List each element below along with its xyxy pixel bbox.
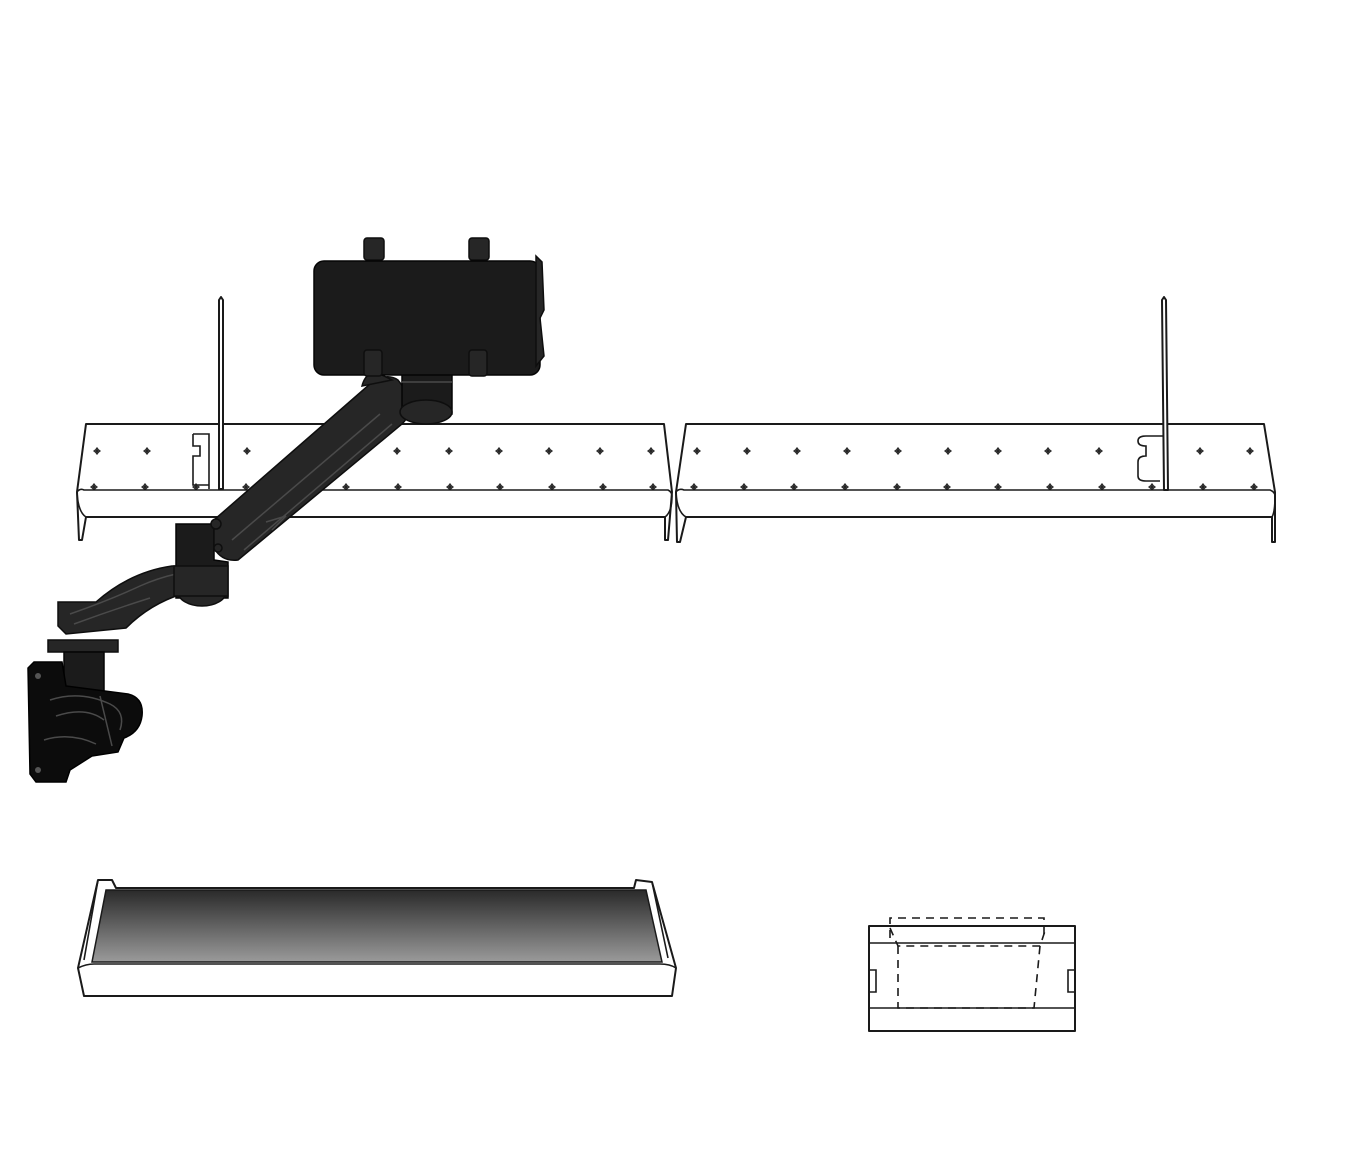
keyboard-tray [77,879,677,997]
shelf-hole-icon [342,483,350,491]
shelf-hole-icon [790,483,798,491]
shelf-hole-icon [649,483,657,491]
shelf-hole-icon [943,483,951,491]
shelf-hole-icon [1246,447,1254,455]
shelf-hole-icon [843,447,851,455]
shelf-hole-icon [495,447,503,455]
shelf-hole-icon [647,447,655,455]
shelf-hole-icon [1196,447,1204,455]
shelf-hole-icon [393,447,401,455]
shelf-hole-icon [243,447,251,455]
shelf-hole-icon [242,483,250,491]
shelf-right [675,296,1276,543]
shelf-hole-icon [693,447,701,455]
shelf-hole-icon [893,483,901,491]
shelf-hole-icon [1098,483,1106,491]
small-bin [868,917,1076,1032]
shelf-hole-icon [944,447,952,455]
shelf-hole-icon [599,483,607,491]
shelf-hole-icon [596,447,604,455]
shelf-hole-icon [841,483,849,491]
shelf-hole-icon [1250,483,1258,491]
shelf-hole-icon [141,483,149,491]
shelf-left-divider [192,296,224,490]
shelf-hole-icon [394,483,402,491]
shelf-hole-icon [143,447,151,455]
shelf-hole-icon [1199,483,1207,491]
shelf-hole-icon [1044,447,1052,455]
shelf-hole-icon [545,447,553,455]
shelf-hole-icon [93,447,101,455]
shelf-right-divider [1137,296,1169,491]
shelf-hole-icon [690,483,698,491]
shelf-hole-icon [1095,447,1103,455]
tablet-holder [313,237,545,377]
shelf-hole-icon [740,483,748,491]
shelf-right-holes [690,447,1258,491]
wall-clamp [27,639,143,783]
shelf-hole-icon [1046,483,1054,491]
shelf-hole-icon [994,447,1002,455]
shelf-hole-icon [90,483,98,491]
shelf-hole-icon [1148,483,1156,491]
shelf-hole-icon [894,447,902,455]
shelf-hole-icon [496,483,504,491]
shelf-hole-icon [994,483,1002,491]
shelf-hole-icon [548,483,556,491]
shelf-hole-icon [793,447,801,455]
shelf-hole-icon [446,483,454,491]
shelf-hole-icon [445,447,453,455]
shelf-hole-icon [743,447,751,455]
